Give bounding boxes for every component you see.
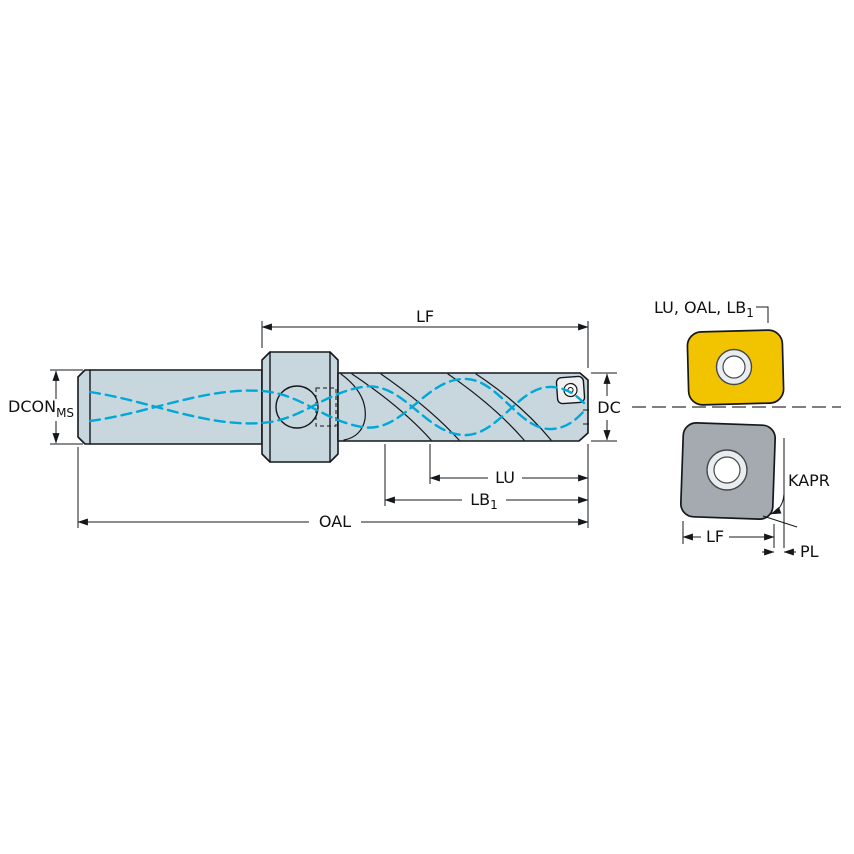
label-insert-ref: LU, OAL, LB1	[654, 298, 754, 320]
collar-hidden-bore	[315, 387, 337, 427]
label-dc: DC	[597, 398, 621, 417]
label-lb1: LB1	[470, 490, 498, 512]
dim-dc: DC	[591, 372, 621, 442]
collar-outline	[261, 351, 339, 463]
kapr-edge-extension	[762, 515, 798, 528]
label-pl: PL	[800, 542, 819, 561]
label-oal: OAL	[319, 512, 351, 531]
label-kapr: KAPR	[788, 471, 830, 490]
dim-dcon: DCONMS	[8, 369, 83, 445]
drill-body	[337, 372, 589, 442]
dim-lf: LF	[261, 307, 589, 368]
drill-collar	[261, 351, 339, 463]
flute-runout-curve	[340, 373, 366, 441]
dim-insert-ref: LU, OAL, LB1	[654, 298, 769, 323]
collar-hole	[275, 385, 319, 429]
dim-kapr: KAPR	[762, 438, 830, 548]
coolant-channel-2	[88, 377, 588, 431]
insert-bottom-gray	[679, 422, 777, 520]
body-outline	[337, 372, 589, 442]
label-lu: LU	[495, 468, 515, 487]
dim-oal: OAL	[77, 444, 589, 531]
label-dcon: DCONMS	[8, 397, 74, 420]
dim-insert-lf: LF	[682, 521, 775, 548]
dim-lu: LU	[429, 444, 589, 487]
label-lf: LF	[416, 307, 434, 326]
shank-outline	[77, 369, 263, 445]
insert-ref-leader	[756, 306, 769, 323]
gray-insert-hole-inner	[713, 456, 741, 484]
drill-shank	[77, 369, 263, 445]
label-insert-lf: LF	[706, 527, 724, 546]
dim-lb1: LB1	[384, 444, 589, 512]
yellow-insert-hole-inner	[722, 355, 746, 379]
kapr-angle-arc	[770, 493, 785, 515]
coolant-channels	[88, 377, 588, 437]
dim-pl: PL	[762, 542, 819, 561]
insert-top-yellow	[686, 329, 785, 406]
coolant-channel-1	[88, 385, 588, 437]
